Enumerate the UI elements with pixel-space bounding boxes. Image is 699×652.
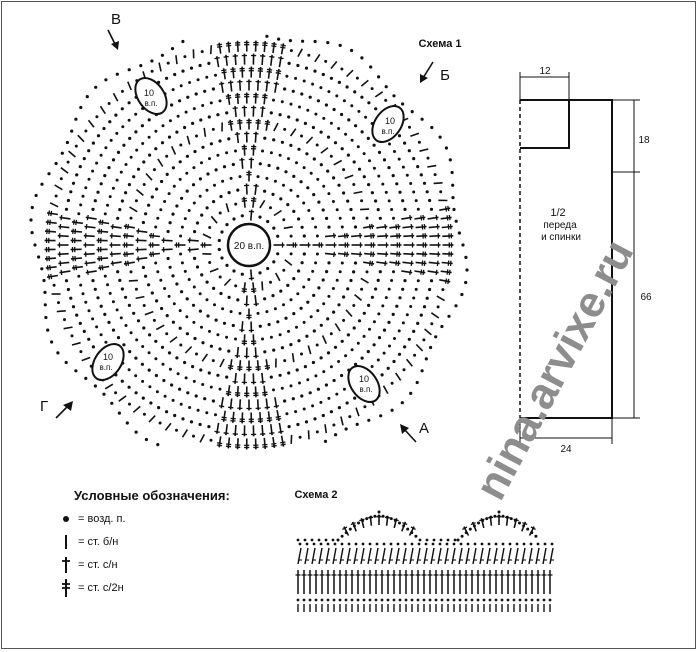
arrow-label-bottom-left: Г (40, 398, 48, 415)
double-crossbar-stitch-icon (60, 578, 76, 598)
legend-item-text: = возд. п. (78, 512, 126, 525)
single-crossbar-stitch-icon (60, 555, 76, 575)
garment-label-line1: 1/2 (550, 207, 565, 219)
corner-label: в.п. (99, 363, 112, 372)
dim-top-label: 12 (539, 66, 551, 77)
scheme2-title: Схема 2 (294, 489, 337, 501)
arrow-label-bottom-right: А (419, 420, 429, 437)
corner-label: в.п. (359, 385, 372, 394)
legend-item-text: = ст. с/2н (78, 581, 124, 594)
corner-loop-bottom-left: 10 в.п. (91, 342, 125, 382)
legend-item-text: = ст. с/н (78, 558, 118, 571)
legend-item: = ст. б/н (60, 530, 290, 553)
arrow-top-right: Б (420, 61, 450, 84)
arrow-label-top-left: В (111, 11, 121, 28)
corner-label: 10 (359, 374, 369, 384)
legend-item: = возд. п. (60, 507, 290, 530)
center-label: 20 в.п. (234, 241, 264, 252)
neckline (520, 99, 570, 149)
corner-label: в.п. (144, 99, 157, 108)
legend-item: = ст. с/н (60, 553, 290, 576)
stick-icon (60, 532, 76, 552)
direction-arrows: В Б Г А (40, 11, 450, 443)
legend-item-text: = ст. б/н (78, 535, 119, 548)
dim-upper-right-label: 18 (638, 135, 650, 146)
arrow-bottom-right: А (400, 420, 429, 443)
garment-label-line2: переда (543, 220, 577, 231)
corner-loops: 10 в.п. 10 в.п. 10 в.п. 10 в.п. (91, 76, 405, 404)
scheme2-edging (295, 510, 554, 612)
corner-loop-top-right: 10 в.п. (371, 104, 405, 144)
dim-bottom-label: 24 (560, 444, 572, 455)
legend-item: = ст. с/2н (60, 576, 290, 599)
scheme1-title: Схема 1 (418, 38, 461, 50)
legend-title: Условные обозначения: (74, 488, 230, 503)
corner-loop-bottom-right: 10 в.п. (347, 364, 381, 404)
center-ring: 20 в.п. (226, 222, 272, 268)
arrow-label-top-right: Б (440, 67, 450, 84)
corner-loop-top-left: 10 в.п. (134, 76, 168, 116)
corner-label: 10 (144, 88, 154, 98)
arrow-top-left: В (107, 11, 121, 50)
dim-lower-right-label: 66 (640, 292, 652, 303)
dot-icon (60, 509, 76, 529)
garment-label-line3: и спинки (541, 232, 581, 243)
garment-outline (519, 72, 640, 444)
corner-label: в.п. (381, 127, 394, 136)
corner-label: 10 (103, 352, 113, 362)
arrow-bottom-left: Г (40, 398, 73, 419)
legend: Условные обозначения: = возд. п. = ст. б… (60, 488, 290, 599)
corner-label: 10 (385, 116, 395, 126)
garment-body (520, 99, 613, 419)
